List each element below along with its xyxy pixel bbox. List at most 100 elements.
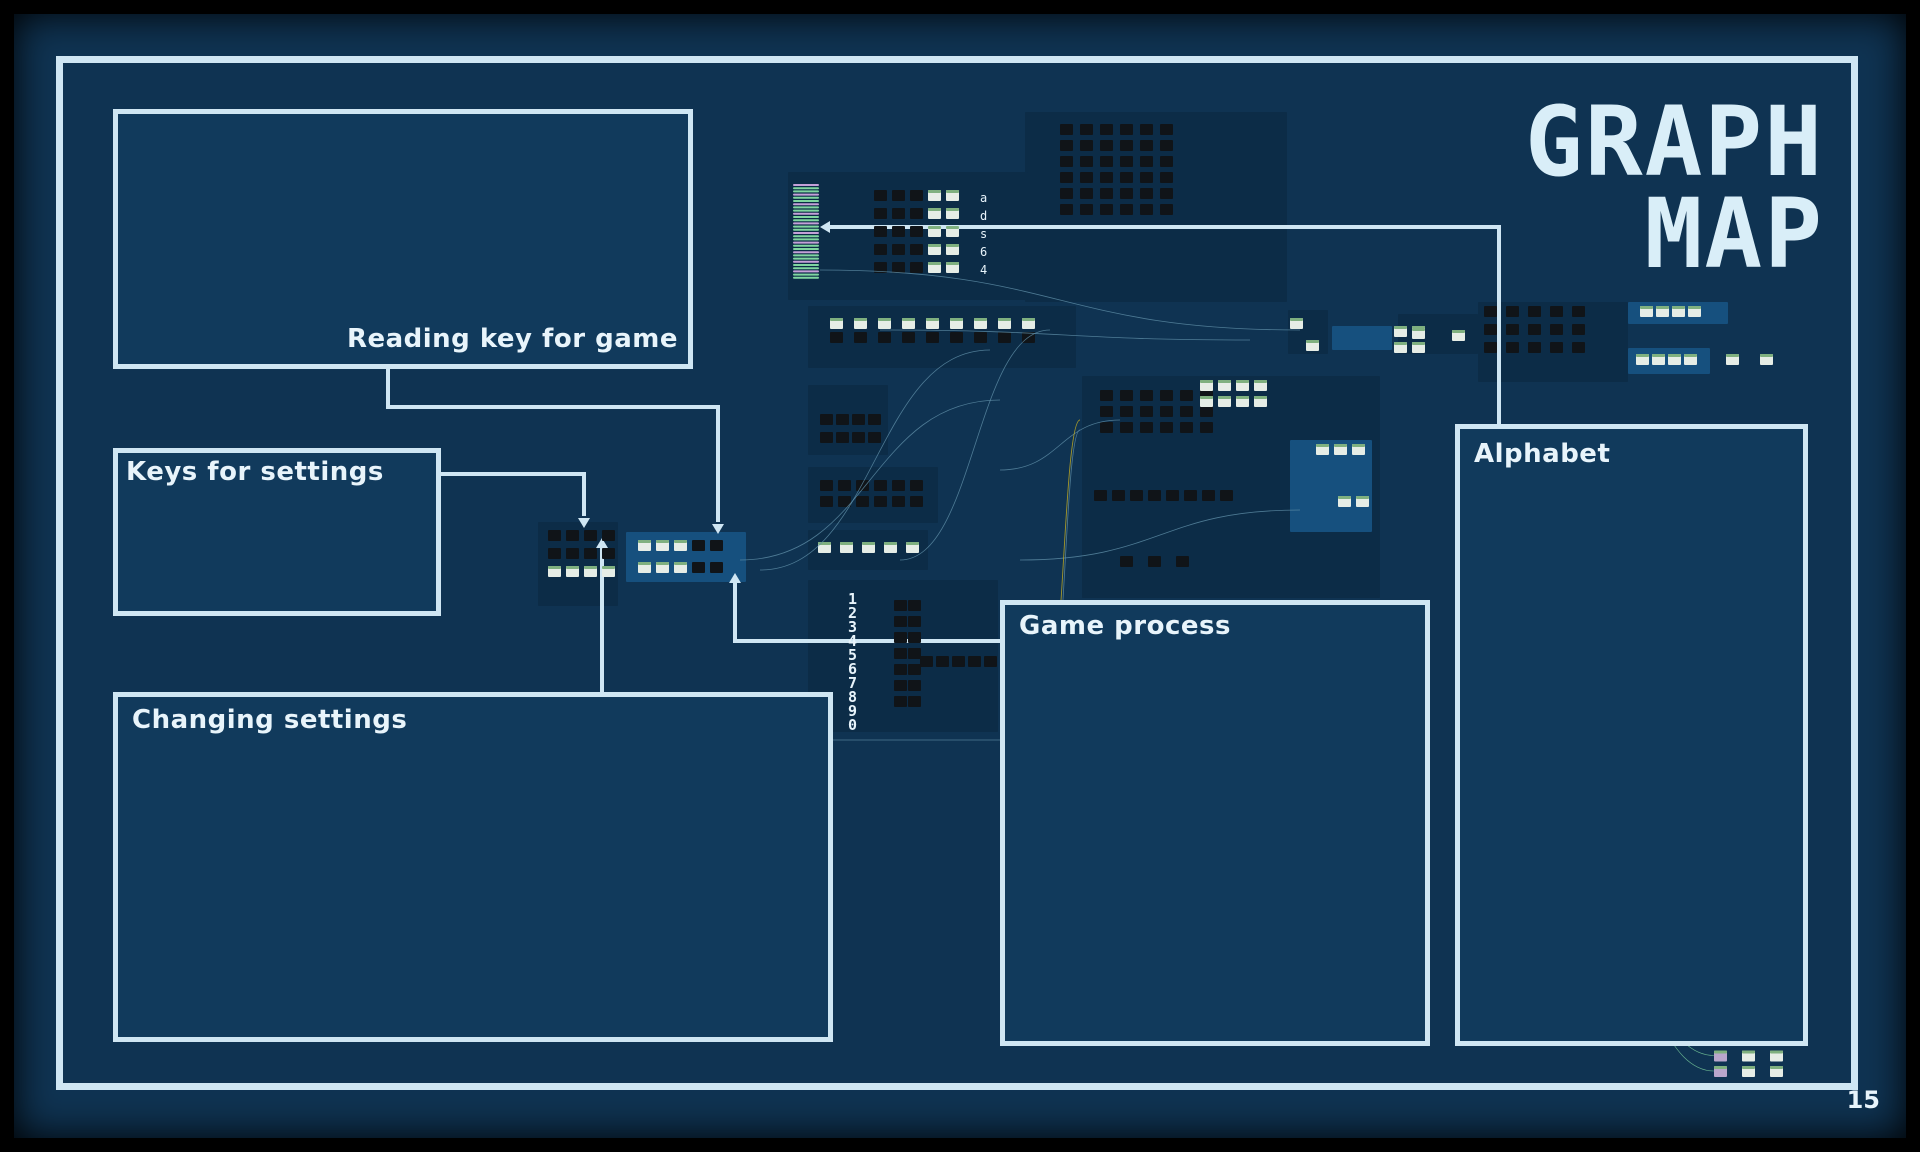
graph-node bbox=[584, 548, 597, 559]
node-group bbox=[626, 532, 746, 582]
graph-node-header bbox=[566, 566, 579, 569]
graph-node bbox=[1060, 204, 1073, 215]
graph-node bbox=[1140, 140, 1153, 151]
graph-node bbox=[1180, 406, 1193, 417]
graph-node-header bbox=[638, 562, 651, 565]
graph-node-header bbox=[998, 318, 1011, 321]
panel-reading-key: Reading key for game bbox=[113, 109, 693, 369]
port-strip bbox=[793, 222, 819, 225]
node-group bbox=[538, 522, 618, 606]
graph-node bbox=[1080, 124, 1093, 135]
graph-node bbox=[1572, 306, 1585, 317]
graph-node-header bbox=[926, 318, 939, 321]
arrowhead bbox=[729, 573, 741, 583]
graph-node bbox=[1100, 140, 1113, 151]
graph-node-header bbox=[950, 318, 963, 321]
graph-node-header bbox=[1652, 354, 1665, 357]
letter-label: 6 bbox=[980, 245, 987, 259]
graph-node bbox=[1176, 556, 1189, 567]
graph-node bbox=[1528, 324, 1541, 335]
graph-node bbox=[830, 332, 843, 343]
graph-node bbox=[1484, 342, 1497, 353]
graph-node bbox=[894, 648, 907, 659]
graph-node bbox=[936, 656, 949, 667]
panel-keys-settings: Keys for settings bbox=[113, 448, 441, 616]
port-strip bbox=[793, 212, 819, 215]
port-strip bbox=[793, 184, 819, 186]
graph-node bbox=[874, 496, 887, 507]
graph-node bbox=[894, 696, 907, 707]
graph-node-header bbox=[1394, 326, 1407, 329]
graph-node-header bbox=[1316, 444, 1329, 447]
graph-node-header bbox=[1412, 328, 1425, 331]
graph-node bbox=[1100, 124, 1113, 135]
node-group bbox=[788, 172, 1028, 300]
graph-node bbox=[1202, 490, 1215, 501]
graph-node bbox=[1080, 172, 1093, 183]
graph-node bbox=[1200, 406, 1213, 417]
graph-node bbox=[984, 656, 997, 667]
graph-node-header bbox=[1726, 354, 1739, 357]
graph-node bbox=[1120, 172, 1133, 183]
graph-node-header bbox=[1656, 306, 1669, 309]
graph-node-header bbox=[902, 318, 915, 321]
graph-node bbox=[1140, 188, 1153, 199]
graph-node bbox=[894, 616, 907, 627]
graph-node-header bbox=[928, 226, 941, 229]
port-strip bbox=[793, 209, 819, 212]
graph-node bbox=[1120, 156, 1133, 167]
graph-node-header bbox=[1236, 396, 1249, 399]
graph-node bbox=[998, 332, 1011, 343]
port-strip bbox=[793, 203, 819, 206]
graph-node-header bbox=[1640, 306, 1653, 309]
graph-node bbox=[910, 244, 923, 255]
graph-node-header bbox=[1338, 496, 1351, 499]
graph-wire bbox=[739, 399, 1001, 561]
graph-node-header bbox=[946, 190, 959, 193]
arrowhead bbox=[712, 524, 724, 534]
graph-node bbox=[894, 600, 907, 611]
graph-node-header bbox=[854, 318, 867, 321]
graph-node bbox=[874, 244, 887, 255]
graph-node bbox=[1140, 390, 1153, 401]
panel-game-process: Game process bbox=[1000, 600, 1430, 1046]
graph-node-header bbox=[884, 542, 897, 545]
port-strip bbox=[793, 267, 819, 270]
panel-title-keys-settings: Keys for settings bbox=[126, 457, 384, 487]
graph-node-header bbox=[1770, 1050, 1783, 1054]
graph-node bbox=[1100, 422, 1113, 433]
graph-node-header bbox=[946, 244, 959, 247]
graph-node bbox=[1100, 390, 1113, 401]
graph-node-header bbox=[974, 318, 987, 321]
graph-node bbox=[950, 332, 963, 343]
node-group bbox=[1082, 376, 1380, 598]
graph-node-header bbox=[674, 562, 687, 565]
graph-node bbox=[1060, 156, 1073, 167]
graph-node bbox=[1220, 490, 1233, 501]
letter-label: a bbox=[980, 191, 987, 205]
graph-node-header bbox=[1022, 318, 1035, 321]
graph-node bbox=[910, 226, 923, 237]
graph-node bbox=[892, 190, 905, 201]
graph-node bbox=[1060, 172, 1073, 183]
graph-node bbox=[1120, 124, 1133, 135]
graph-node bbox=[1080, 204, 1093, 215]
graph-node bbox=[856, 496, 869, 507]
graph-node bbox=[908, 648, 921, 659]
graph-node-header bbox=[1688, 306, 1701, 309]
graph-wire bbox=[759, 349, 991, 571]
graph-node bbox=[868, 432, 881, 443]
graph-node bbox=[1160, 156, 1173, 167]
graph-node bbox=[874, 208, 887, 219]
node-group bbox=[808, 306, 1076, 368]
graph-node bbox=[820, 432, 833, 443]
graph-node bbox=[908, 680, 921, 691]
graph-node bbox=[1060, 140, 1073, 151]
digit-label: 3 bbox=[848, 618, 857, 636]
port-strip bbox=[793, 264, 819, 266]
graph-node bbox=[1200, 422, 1213, 433]
graph-node bbox=[566, 530, 579, 541]
graph-node-header bbox=[1218, 380, 1231, 383]
graph-node bbox=[1550, 342, 1563, 353]
graph-node bbox=[1160, 172, 1173, 183]
